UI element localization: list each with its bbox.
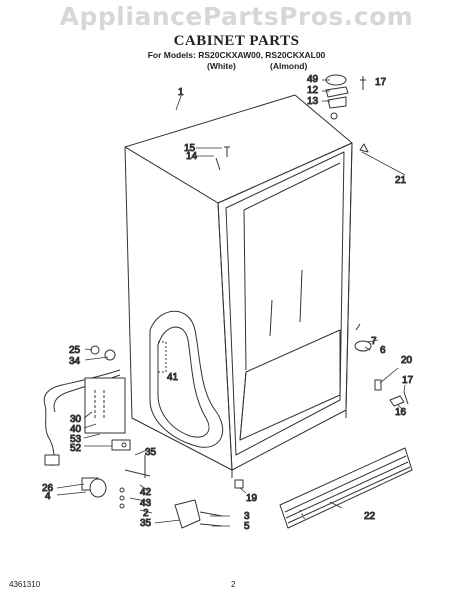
label-part-5: 5	[244, 521, 250, 532]
document-number: 4361310	[9, 580, 41, 589]
part-19-clip	[234, 479, 244, 489]
label-part-16: 16	[395, 407, 407, 418]
label-part-34: 34	[69, 356, 81, 367]
label-part-2: 2	[143, 508, 149, 519]
screw-part-14	[215, 146, 230, 171]
label-part-53: 53	[70, 434, 82, 445]
label-part-1: 1	[178, 87, 184, 98]
label-part-21: 21	[395, 175, 407, 186]
base-grille	[279, 447, 413, 529]
label-part-25: 25	[69, 345, 81, 356]
label-part-49: 49	[307, 74, 319, 85]
label-part-6: 6	[380, 345, 386, 356]
power-cord-assembly	[43, 345, 126, 467]
models-line: For Models: RS20CKXAW00, RS20CKXAL00	[147, 50, 326, 60]
label-part-43: 43	[140, 498, 152, 509]
label-part-42: 42	[140, 487, 152, 498]
leader-lines	[56, 79, 406, 527]
label-part-15: 15	[184, 143, 196, 154]
label-part-13: 13	[307, 96, 319, 107]
label-part-17-lower: 17	[402, 375, 414, 386]
top-hinge-assembly	[325, 74, 366, 120]
pin-part-21	[359, 143, 369, 153]
label-part-14: 14	[186, 151, 198, 162]
label-part-12: 12	[307, 85, 319, 96]
label-part-4: 4	[45, 491, 51, 502]
label-part-40: 40	[70, 424, 82, 435]
door-closer-part-3	[174, 499, 223, 529]
label-part-17-top: 17	[375, 77, 387, 88]
label-part-22: 22	[364, 511, 376, 522]
variant-almond: (Almond)	[270, 61, 308, 71]
label-part-30: 30	[70, 414, 82, 425]
label-part-20: 20	[401, 355, 413, 366]
label-part-35-lower: 35	[140, 518, 152, 529]
page-title: CABINET PARTS	[173, 33, 300, 49]
label-part-19: 19	[246, 493, 258, 504]
page-number: 2	[231, 580, 236, 589]
label-part-35-upper: 35	[145, 447, 157, 458]
variant-white: (White)	[207, 61, 236, 71]
label-part-7: 7	[371, 336, 377, 347]
watermark: AppliancePartsPros.com	[59, 2, 414, 31]
label-part-26: 26	[42, 483, 54, 494]
part-41-liner-cutout	[149, 310, 224, 448]
parts-52-53-bracket	[111, 439, 131, 451]
leveling-screw-parts-42-43	[119, 455, 151, 509]
label-part-3: 3	[244, 511, 250, 522]
label-part-41: 41	[167, 372, 179, 383]
caster-wheel-part-26	[81, 477, 107, 498]
part-number-labels: 1 49 12 13 17 15 14 21 25 34 41 7 6 20 1…	[42, 74, 415, 533]
label-part-52: 52	[70, 443, 82, 454]
